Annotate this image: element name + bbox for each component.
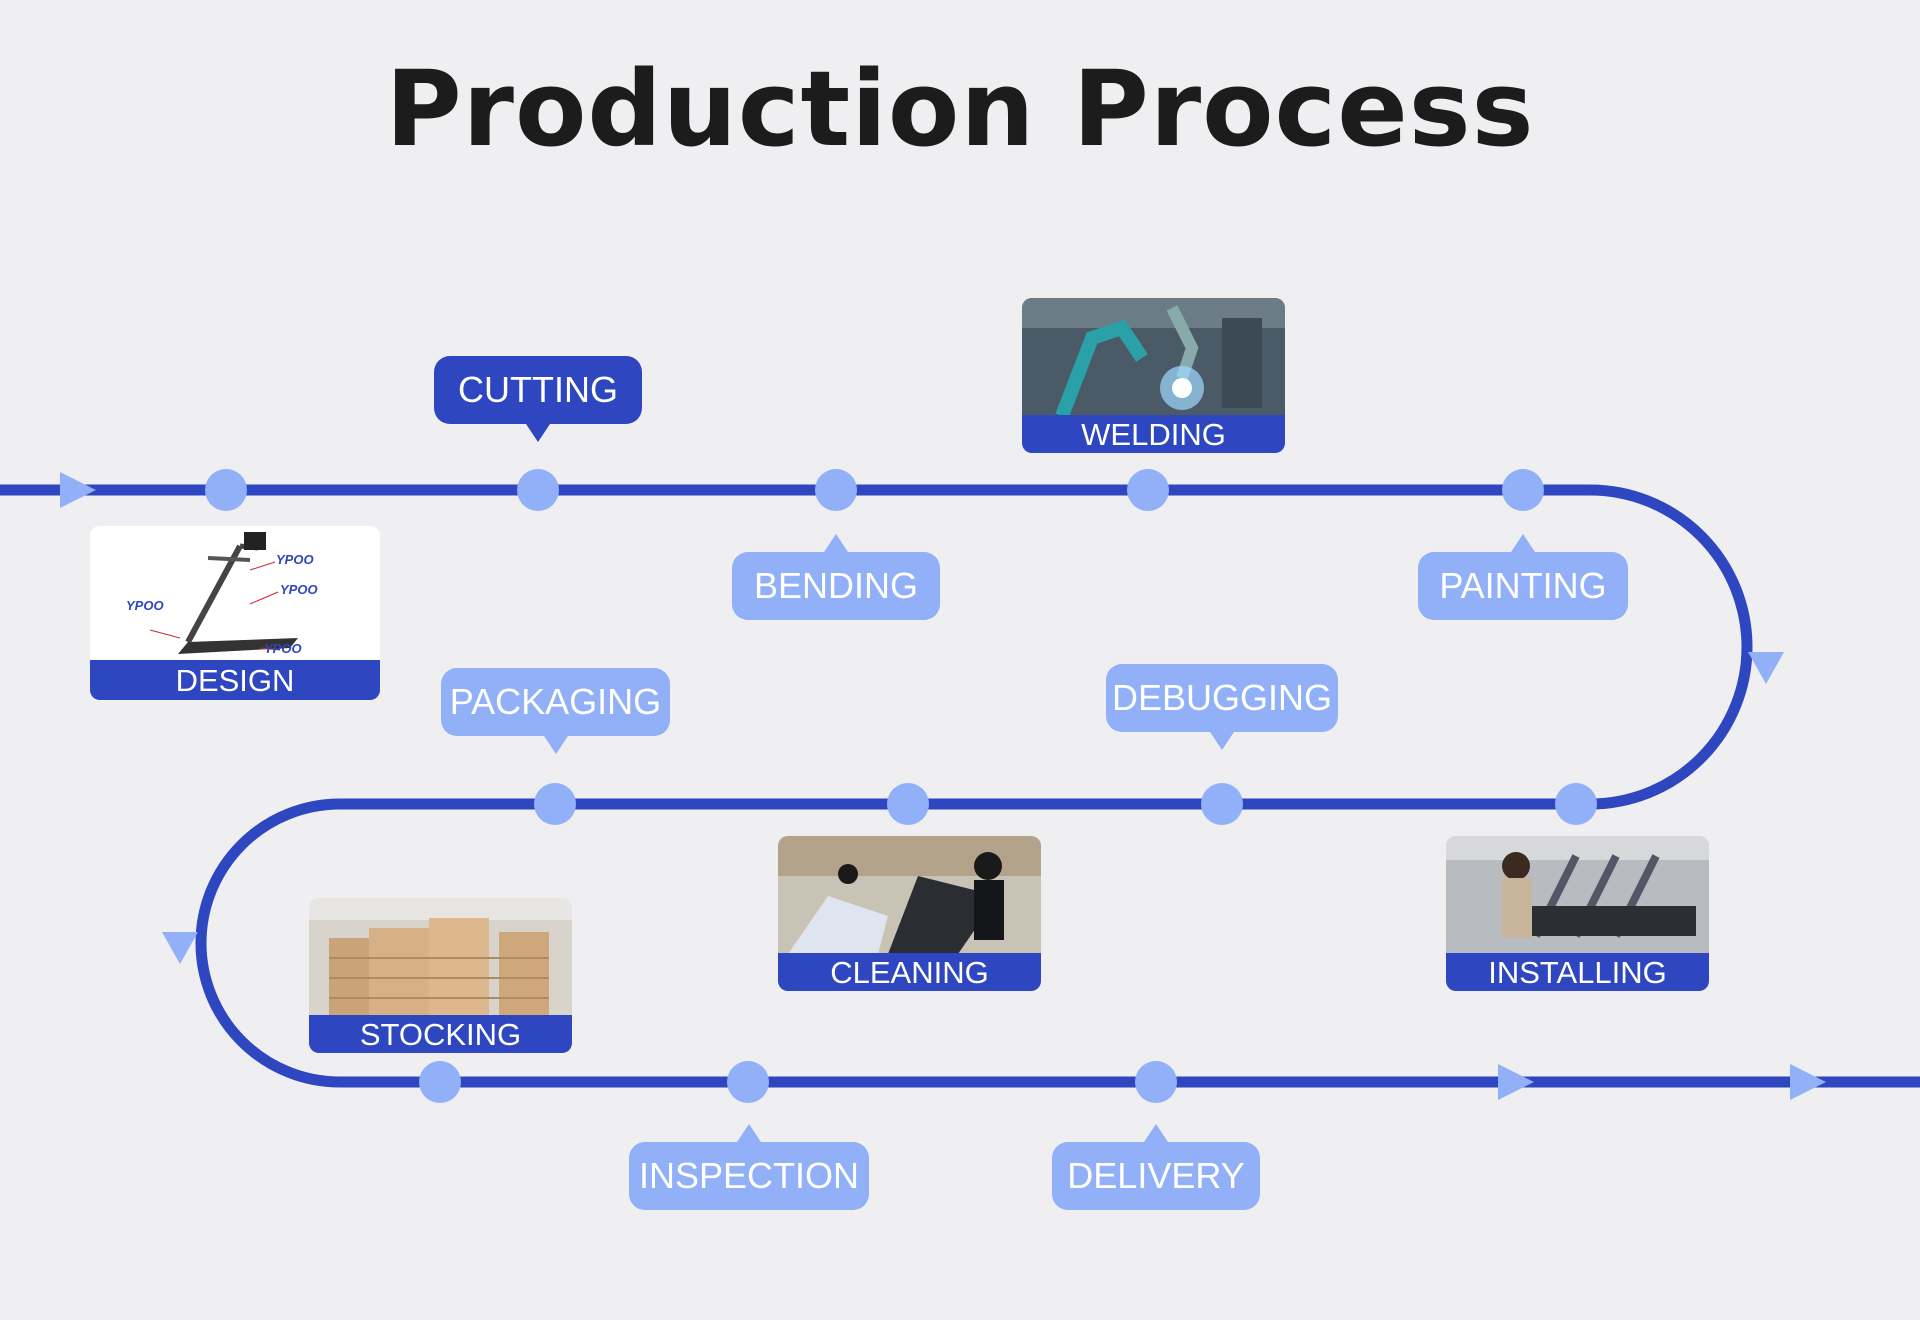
node-painting bbox=[1502, 469, 1544, 511]
node-design bbox=[205, 469, 247, 511]
step-label-stocking: STOCKING bbox=[309, 1015, 572, 1053]
node-bending bbox=[815, 469, 857, 511]
step-label-cutting: CUTTING bbox=[434, 356, 642, 442]
step-label-welding: WELDING bbox=[1022, 415, 1285, 453]
step-design-card: YPOO YPOO YPOO YPOO DESIGN bbox=[90, 526, 380, 700]
assembly-line-photo bbox=[1446, 836, 1709, 954]
arrow-marker-left-curve bbox=[162, 932, 198, 964]
node-delivery bbox=[1135, 1061, 1177, 1103]
step-label-painting: PAINTING bbox=[1418, 534, 1628, 620]
arrow-marker-right-curve bbox=[1748, 652, 1784, 684]
step-installing-card: INSTALLING bbox=[1446, 836, 1709, 991]
node-welding bbox=[1127, 469, 1169, 511]
step-label-design: DESIGN bbox=[90, 660, 380, 700]
treadmill-illustration: YPOO YPOO YPOO YPOO bbox=[90, 526, 380, 660]
step-label-installing: INSTALLING bbox=[1446, 953, 1709, 991]
page-title: Production Process bbox=[385, 48, 1535, 170]
step-cleaning-card: CLEANING bbox=[778, 836, 1041, 991]
node-cleaning bbox=[887, 783, 929, 825]
arrow-marker-end-1 bbox=[1498, 1064, 1534, 1100]
step-label-bending: BENDING bbox=[732, 534, 940, 620]
node-debugging bbox=[1201, 783, 1243, 825]
step-label-inspection: INSPECTION bbox=[629, 1124, 869, 1210]
step-label-packaging: PACKAGING bbox=[441, 668, 670, 754]
step-welding-card: WELDING bbox=[1022, 298, 1285, 453]
step-stocking-card: STOCKING bbox=[309, 898, 572, 1053]
stacked-boxes-photo bbox=[309, 898, 572, 1016]
node-inspection bbox=[727, 1061, 769, 1103]
arrow-marker-end-2 bbox=[1790, 1064, 1826, 1100]
arrow-marker-start bbox=[60, 472, 96, 508]
node-packaging bbox=[534, 783, 576, 825]
brand-mark: YPOO bbox=[280, 582, 318, 597]
node-stocking bbox=[419, 1061, 461, 1103]
brand-mark: YPOO bbox=[264, 641, 302, 656]
node-cutting bbox=[517, 469, 559, 511]
step-label-delivery: DELIVERY bbox=[1052, 1124, 1260, 1210]
brand-mark: YPOO bbox=[126, 598, 164, 613]
robotic-welding-photo bbox=[1022, 298, 1285, 416]
cleaning-treadmill-photo bbox=[778, 836, 1041, 954]
node-installing bbox=[1555, 783, 1597, 825]
step-label-debugging: DEBUGGING bbox=[1106, 664, 1338, 750]
brand-mark: YPOO bbox=[276, 552, 314, 567]
step-label-cleaning: CLEANING bbox=[778, 953, 1041, 991]
